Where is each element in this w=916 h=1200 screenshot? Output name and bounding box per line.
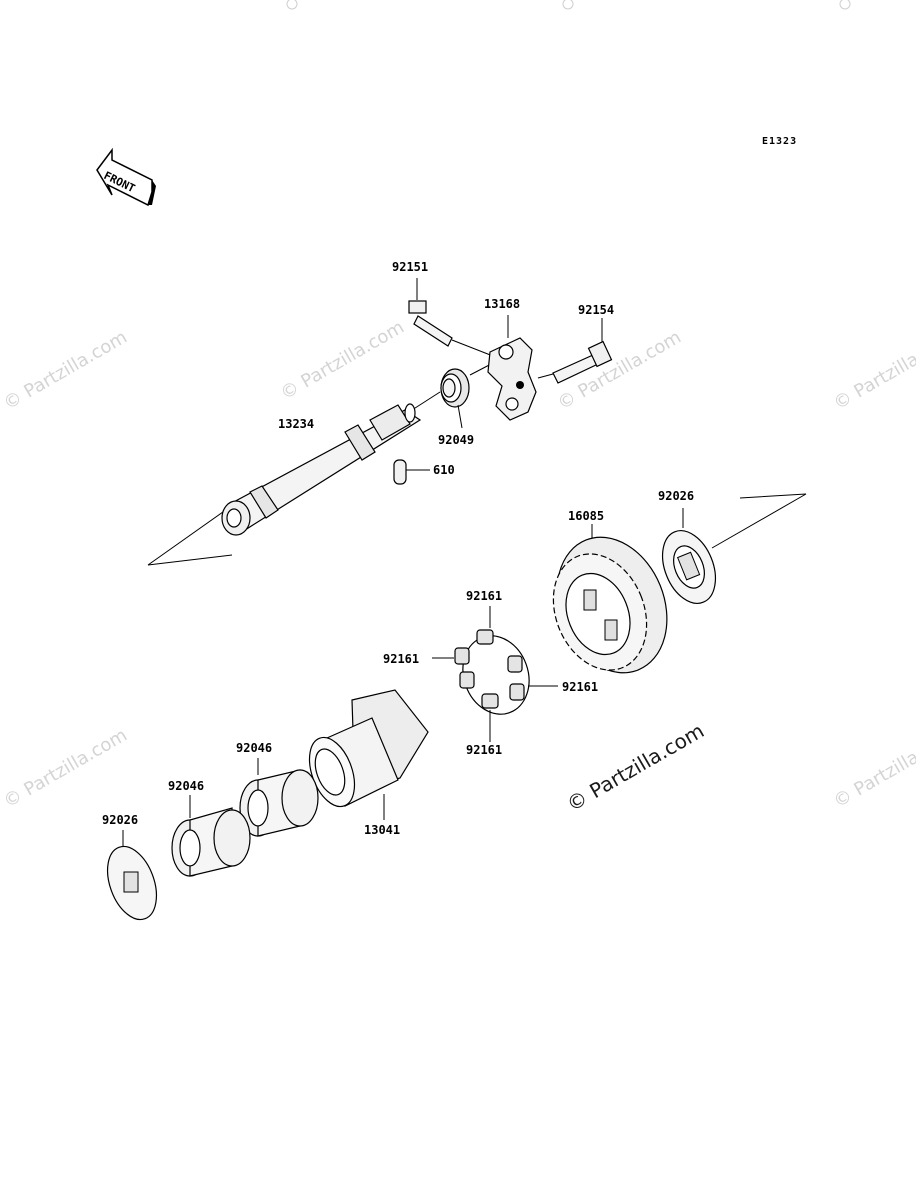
- gear-16085: [552, 524, 668, 674]
- label-13168: 13168: [484, 297, 520, 311]
- watermark: © Partzilla.com: [830, 327, 916, 415]
- main-watermark: © Partzilla.com: [563, 718, 709, 816]
- label-92046-rear: 92046: [236, 741, 272, 755]
- label-92161-left: 92161: [383, 652, 419, 666]
- bolt-92151: [408, 278, 499, 359]
- watermark: © Partzilla.com: [0, 327, 131, 415]
- bearing-92046-front: [171, 795, 251, 877]
- watermark: © Partzilla.com: [277, 317, 408, 405]
- bearing-92046-rear: [239, 758, 319, 837]
- label-92026-left: 92026: [102, 813, 138, 827]
- shaft-13234: [221, 403, 422, 536]
- label-92154: 92154: [578, 303, 614, 317]
- damper-92161: [432, 606, 558, 742]
- front-arrow-icon: FRONT: [96, 147, 156, 207]
- label-16085: 16085: [568, 509, 604, 523]
- label-13234: 13234: [278, 417, 314, 431]
- watermark: © Partzilla.com: [830, 725, 916, 813]
- label-92161-right: 92161: [562, 680, 598, 694]
- bolt-92154: [537, 318, 613, 384]
- watermark: © Partzilla.com: [0, 725, 131, 813]
- washer-92026-left: [106, 830, 158, 921]
- label-92151: 92151: [392, 260, 428, 274]
- part-labels: 92151 13168 92154 13234 92049 610 92026 …: [102, 260, 694, 837]
- label-610: 610: [433, 463, 455, 477]
- top-edge-watermarks: [286, 0, 851, 10]
- diagram-code: E1323: [762, 136, 797, 147]
- washer-92026-right: [661, 508, 717, 604]
- pin-610: [393, 459, 430, 485]
- hub-13041: [308, 689, 429, 820]
- label-13041: 13041: [364, 823, 400, 837]
- seal-92049: [440, 368, 470, 429]
- label-92046-front: 92046: [168, 779, 204, 793]
- arm-13168: [487, 315, 537, 421]
- label-92049: 92049: [438, 433, 474, 447]
- label-92161-top: 92161: [466, 589, 502, 603]
- label-92026-right: 92026: [658, 489, 694, 503]
- label-92161-bottom: 92161: [466, 743, 502, 757]
